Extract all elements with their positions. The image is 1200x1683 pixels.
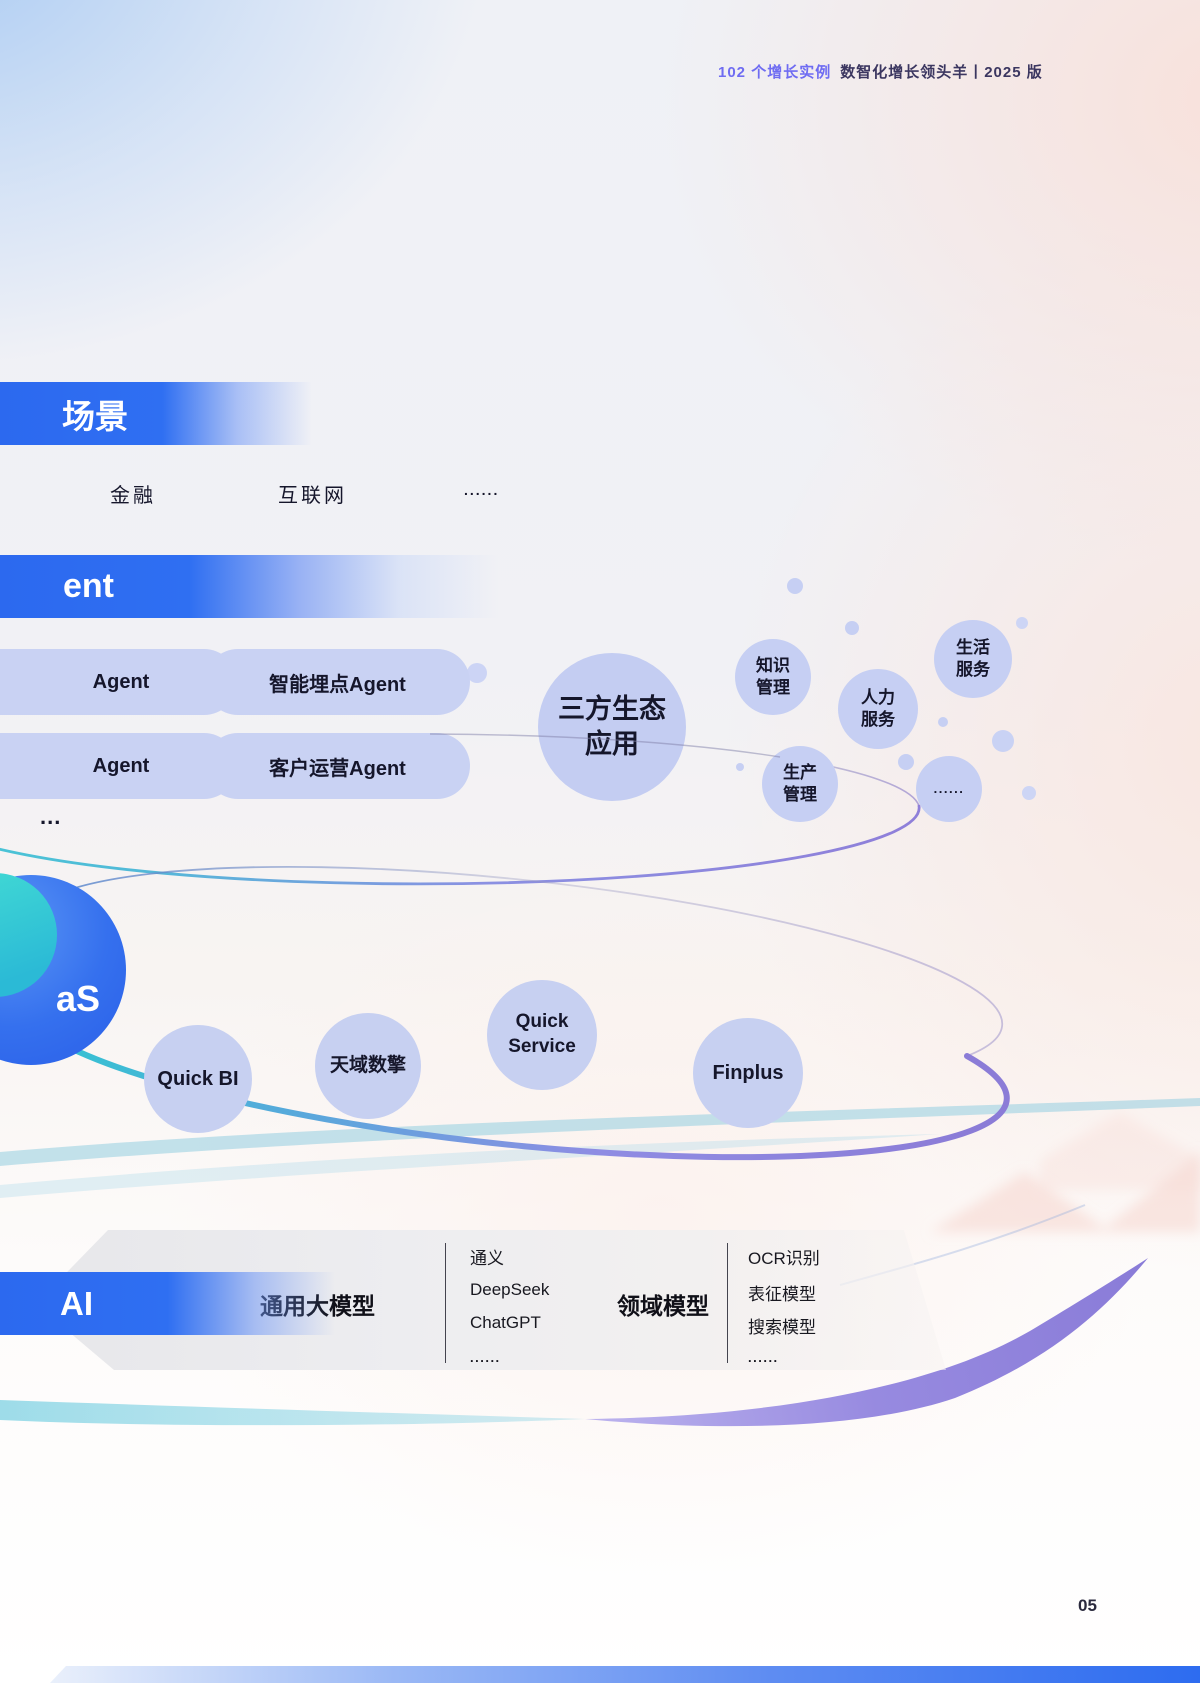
header-title: 数智化增长领头羊丨2025 版	[840, 64, 1043, 81]
banner-scene-label: 场景	[62, 397, 128, 435]
product-quick-bi: Quick BI	[144, 1025, 252, 1133]
satellite-life-label: 生活 服务	[956, 637, 990, 679]
banner-scene: 场景	[0, 382, 312, 445]
ai-domain-label: 领域模型	[617, 1293, 709, 1319]
agent-pill-1: Agent	[0, 649, 237, 715]
satellite-production-label: 生产 管理	[783, 762, 817, 804]
satellite-hr: 人力 服务	[838, 669, 918, 749]
product-finplus-label: Finplus	[712, 1062, 784, 1084]
ai-model-tongyi: 通义	[470, 1249, 504, 1268]
scene-item-finance: 金融	[110, 485, 156, 507]
product-finplus: Finplus	[693, 1018, 803, 1128]
agent-pill-2-label: 智能埋点Agent	[269, 673, 406, 696]
footer-bar	[50, 1666, 1200, 1683]
page-number: 05	[1078, 1596, 1097, 1615]
satellite-hr-label: 人力 服务	[861, 687, 895, 729]
satellite-knowledge: 知识 管理	[735, 639, 811, 715]
agent-more-ellipsis: ...	[40, 804, 62, 829]
banner-agent-label: ent	[63, 567, 114, 605]
ecosystem-circle-label: 三方生态 应用	[558, 693, 666, 759]
ai-model-deepseek: DeepSeek	[470, 1280, 550, 1299]
ai-divider-2	[727, 1243, 728, 1363]
page-header: 102 个增长实例 数智化增长领头羊丨2025 版	[718, 61, 1043, 82]
ai-divider-1	[445, 1243, 446, 1363]
agent-pill-3: Agent	[0, 733, 237, 799]
agent-pill-4: 客户运营Agent	[205, 733, 470, 799]
ai-model-ocr: OCR识别	[748, 1249, 820, 1268]
teal-wave-decoration	[0, 1098, 1200, 1198]
product-quick-bi-label: Quick BI	[157, 1068, 239, 1090]
product-tianyu-label: 天域数擎	[329, 1054, 406, 1076]
banner-ai-label: AI	[60, 1284, 93, 1322]
ai-model-search: 搜索模型	[748, 1318, 816, 1337]
ai-model-chatgpt: ChatGPT	[470, 1313, 541, 1332]
agent-pill-4-label: 客户运营Agent	[269, 757, 406, 780]
ai-domain-ellipsis: ......	[748, 1350, 779, 1365]
scene-item-ellipsis: ......	[464, 482, 500, 498]
scene-item-internet: 互联网	[278, 485, 347, 507]
satellite-production: 生产 管理	[762, 746, 838, 822]
satellite-ellipsis: ......	[916, 756, 982, 822]
ai-model-representation: 表征模型	[748, 1285, 816, 1304]
agent-pill-1-label: Agent	[92, 670, 150, 693]
product-quick-service-label: Quick Service	[508, 1011, 576, 1057]
agent-pill-3-label: Agent	[92, 754, 150, 777]
satellite-life: 生活 服务	[934, 620, 1012, 698]
scatter-dots-decoration	[467, 578, 1036, 800]
pink-hills-decoration	[930, 1112, 1200, 1232]
product-tianyu: 天域数擎	[315, 1013, 421, 1119]
banner-maas-label: aS	[56, 978, 101, 1019]
banner-ai: AI	[0, 1272, 335, 1335]
satellite-ellipsis-label: ......	[933, 780, 965, 796]
satellite-knowledge-label: 知识 管理	[756, 655, 790, 697]
banner-agent: ent	[0, 555, 498, 618]
ai-general-ellipsis: ......	[470, 1350, 501, 1365]
header-highlight: 102 个增长实例	[718, 64, 832, 81]
ecosystem-circle: 三方生态 应用	[538, 653, 686, 801]
product-quick-service: Quick Service	[487, 980, 597, 1090]
agent-pill-2: 智能埋点Agent	[205, 649, 470, 715]
